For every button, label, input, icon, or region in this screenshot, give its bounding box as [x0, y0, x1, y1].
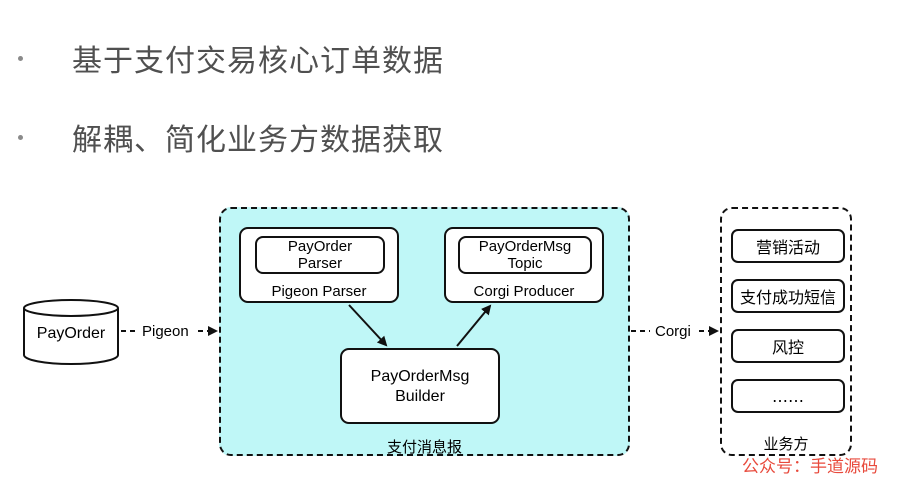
payordermsg-topic-line2: Topic [507, 255, 543, 272]
consumer-more: …… [731, 379, 845, 413]
consumer-marketing: 营销活动 [731, 229, 845, 263]
corgi-producer-caption: Corgi Producer [473, 283, 575, 300]
bullet-text-2: 解耦、简化业务方数据获取 [72, 123, 444, 158]
corgi-producer-box: PayOrderMsg Topic Corgi Producer [444, 227, 604, 303]
watermark-text: 公众号：手道源码 [742, 457, 878, 477]
payordermsg-builder-box: PayOrderMsg Builder [340, 348, 500, 424]
payorder-database: PayOrder [22, 298, 120, 366]
consumer-risk-control: 风控 [731, 329, 845, 363]
business-consumers-caption: 业务方 [763, 435, 809, 453]
payment-message-group-caption: 支付消息报 [386, 439, 462, 456]
database-cylinder-shape [23, 299, 119, 365]
payordermsg-topic-line1: PayOrderMsg [478, 238, 572, 255]
payorder-parser-line2: Parser [297, 255, 343, 272]
bullet-dot-1 [18, 56, 23, 61]
bullet-text-1: 基于支付交易核心订单数据 [72, 44, 444, 79]
pigeon-edge-label: Pigeon [142, 323, 189, 340]
consumer-payment-sms: 支付成功短信 [731, 279, 845, 313]
payordermsg-topic-box: PayOrderMsg Topic [458, 236, 592, 274]
parser-to-builder-arrow [348, 304, 388, 347]
corgi-edge-label: Corgi [655, 323, 691, 340]
builder-to-producer-arrow [456, 304, 492, 347]
payorder-parser-line1: PayOrder [287, 238, 353, 255]
pigeon-parser-box: PayOrder Parser Pigeon Parser [239, 227, 399, 303]
bullet-dot-2 [18, 135, 23, 140]
business-consumers-group: 营销活动 支付成功短信 风控 …… 业务方 [720, 207, 852, 456]
pigeon-parser-caption: Pigeon Parser [271, 283, 367, 300]
payorder-parser-box: PayOrder Parser [255, 236, 385, 274]
payorder-label: PayOrder [36, 325, 106, 342]
builder-line2: Builder [395, 388, 445, 405]
builder-line1: PayOrderMsg [370, 368, 470, 385]
